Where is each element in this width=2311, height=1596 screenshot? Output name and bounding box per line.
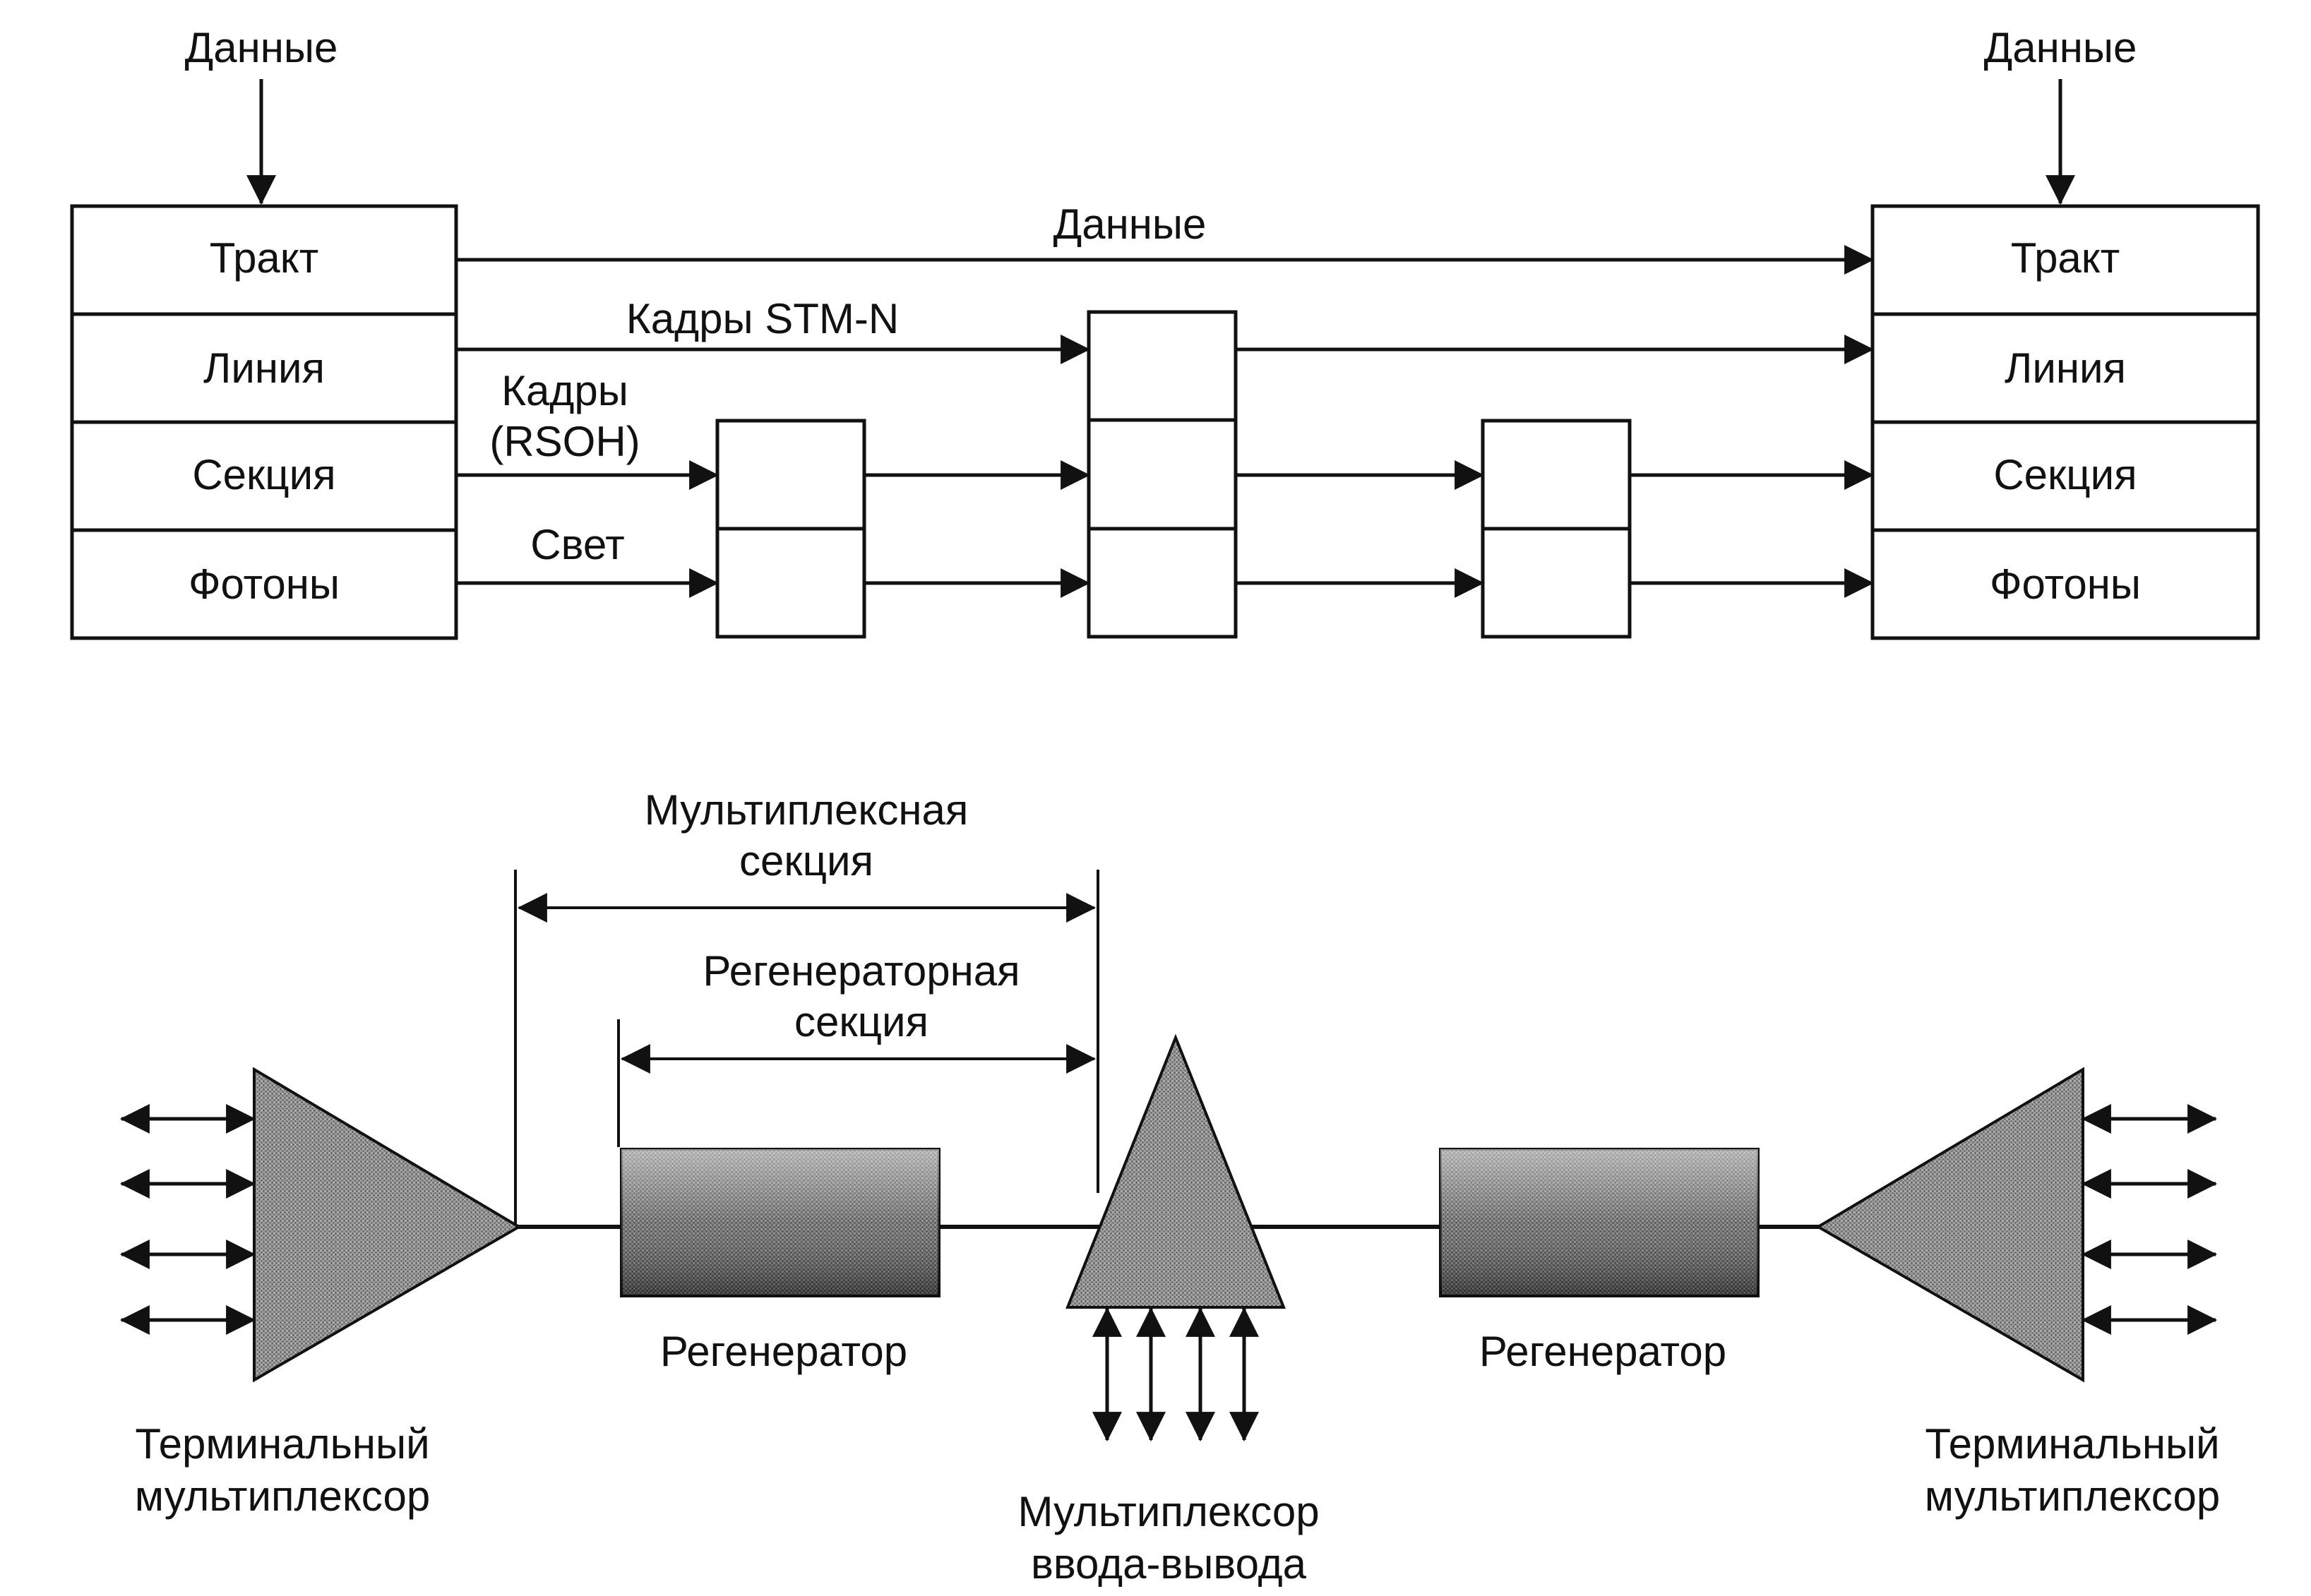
mux-section-label-1: Мультиплексная [645,786,969,834]
left-layer-photons: Фотоны [189,560,340,608]
right-layer-stack [1870,204,2260,640]
regenerator-left-label: Регенератор [660,1328,907,1375]
terminal-right-label-2: мультиплексор [1925,1472,2220,1520]
right-layer-photons: Фотоны [1990,560,2141,608]
adm-label-2: ввода-вывода [1031,1540,1307,1588]
right-layer-line: Линия [2005,344,2126,392]
left-layer-path: Тракт [210,234,318,282]
terminal-multiplexer-left [253,1067,522,1383]
mux-section-label-2: секция [739,837,873,884]
flow-rsoh-label-1: Кадры [501,367,628,414]
data-in-left-label: Данные [185,24,338,71]
regenerator-right-label: Регенератор [1479,1328,1726,1375]
terminal-right-label-1: Терминальный [1925,1420,2219,1468]
data-in-right-label: Данные [1984,24,2137,71]
right-layer-section: Секция [1993,451,2137,498]
adm-label-1: Мультиплексор [1017,1488,1319,1535]
terminal-left-label-2: мультиплексор [135,1472,430,1520]
regenerator-stack-2 [1481,419,1632,639]
flow-frames-label: Кадры STM-N [626,295,899,342]
adm-tributaries [1092,1307,1259,1442]
right-layer-path: Тракт [2011,234,2120,282]
terminal-left-tributaries [119,1104,256,1335]
left-layer-line: Линия [203,344,325,392]
adm-stack [1087,310,1238,639]
regen-section-label-1: Регенераторная [703,947,1020,995]
terminal-left-label-1: Терминальный [135,1420,429,1468]
terminal-multiplexer-right [1815,1067,2084,1383]
left-layer-section: Секция [192,451,335,498]
flow-rsoh-label-2: (RSOH) [489,418,640,465]
terminal-right-tributaries [2081,1104,2218,1335]
regenerator-stack-1 [715,419,866,639]
flow-data-label: Данные [1053,200,1207,248]
add-drop-multiplexer [1065,1033,1286,1309]
flow-light-label: Свет [530,521,624,568]
regen-section-label-2: секция [794,998,928,1045]
left-layer-stack [70,204,458,640]
